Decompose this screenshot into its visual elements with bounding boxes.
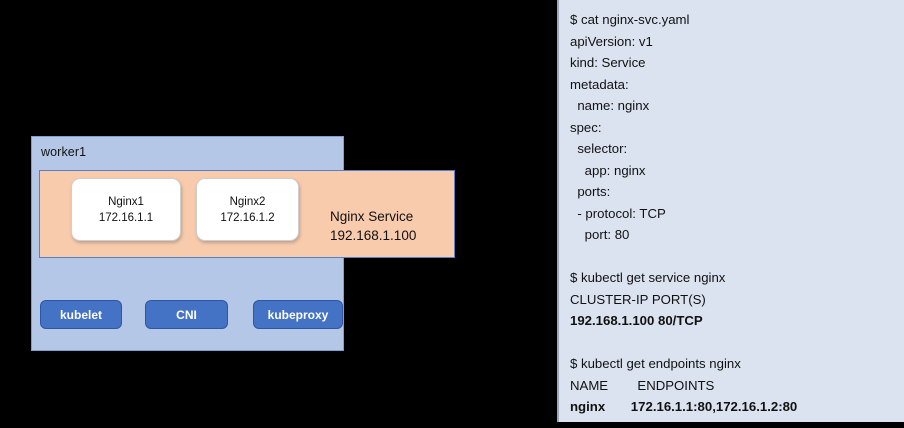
pod-nginx2-name: Nginx2	[229, 195, 266, 208]
pod-nginx1-ip: 172.16.1.1	[98, 211, 154, 224]
terminal-line: 192.168.1.100 80/TCP	[570, 313, 703, 328]
terminal-line: $ kubectl get endpoints nginx	[570, 356, 741, 371]
terminal-line: $ cat nginx-svc.yaml	[570, 12, 690, 27]
component-kubelet: kubelet	[40, 300, 122, 329]
component-kubeproxy: kubeproxy	[253, 300, 343, 329]
terminal-transcript-panel: $ cat nginx-svc.yaml apiVersion: v1 kind: …	[557, 0, 904, 422]
pod-nginx1: Nginx1 172.16.1.1	[71, 178, 181, 241]
terminal-line: CLUSTER-IP PORT(S)	[570, 291, 706, 307]
terminal-blank-line	[570, 246, 904, 268]
terminal-line: app: nginx	[570, 162, 646, 178]
terminal-blank-line	[570, 332, 904, 354]
pod-nginx2-ip: 172.16.1.2	[220, 211, 275, 224]
pod-nginx1-name: Nginx1	[108, 195, 144, 208]
terminal-line: apiVersion: v1	[570, 33, 653, 49]
worker-node-label: worker1	[41, 145, 87, 159]
terminal-line: metadata:	[570, 76, 629, 92]
terminal-line: nginx 172.16.1.1:80,172.16.1.2:80	[570, 399, 798, 414]
terminal-line: $ kubectl get service nginx	[570, 270, 726, 285]
nginx-service-name: Nginx Service	[330, 209, 414, 224]
component-cni: CNI	[145, 300, 228, 329]
terminal-line: NAME ENDPOINTS	[570, 377, 715, 393]
nginx-service-cluster-ip: 192.168.1.100	[330, 228, 417, 243]
terminal-line: - protocol: TCP	[570, 205, 666, 221]
terminal-line: port: 80	[570, 227, 630, 242]
terminal-line: spec:	[570, 119, 602, 135]
terminal-line: selector:	[570, 141, 628, 156]
nginx-service-caption: Nginx Service 192.168.1.100	[330, 207, 455, 245]
pod-nginx2: Nginx2 172.16.1.2	[196, 178, 299, 241]
terminal-line: kind: Service	[570, 55, 646, 70]
terminal-line: name: nginx	[570, 98, 650, 113]
terminal-line: ports:	[570, 184, 611, 199]
